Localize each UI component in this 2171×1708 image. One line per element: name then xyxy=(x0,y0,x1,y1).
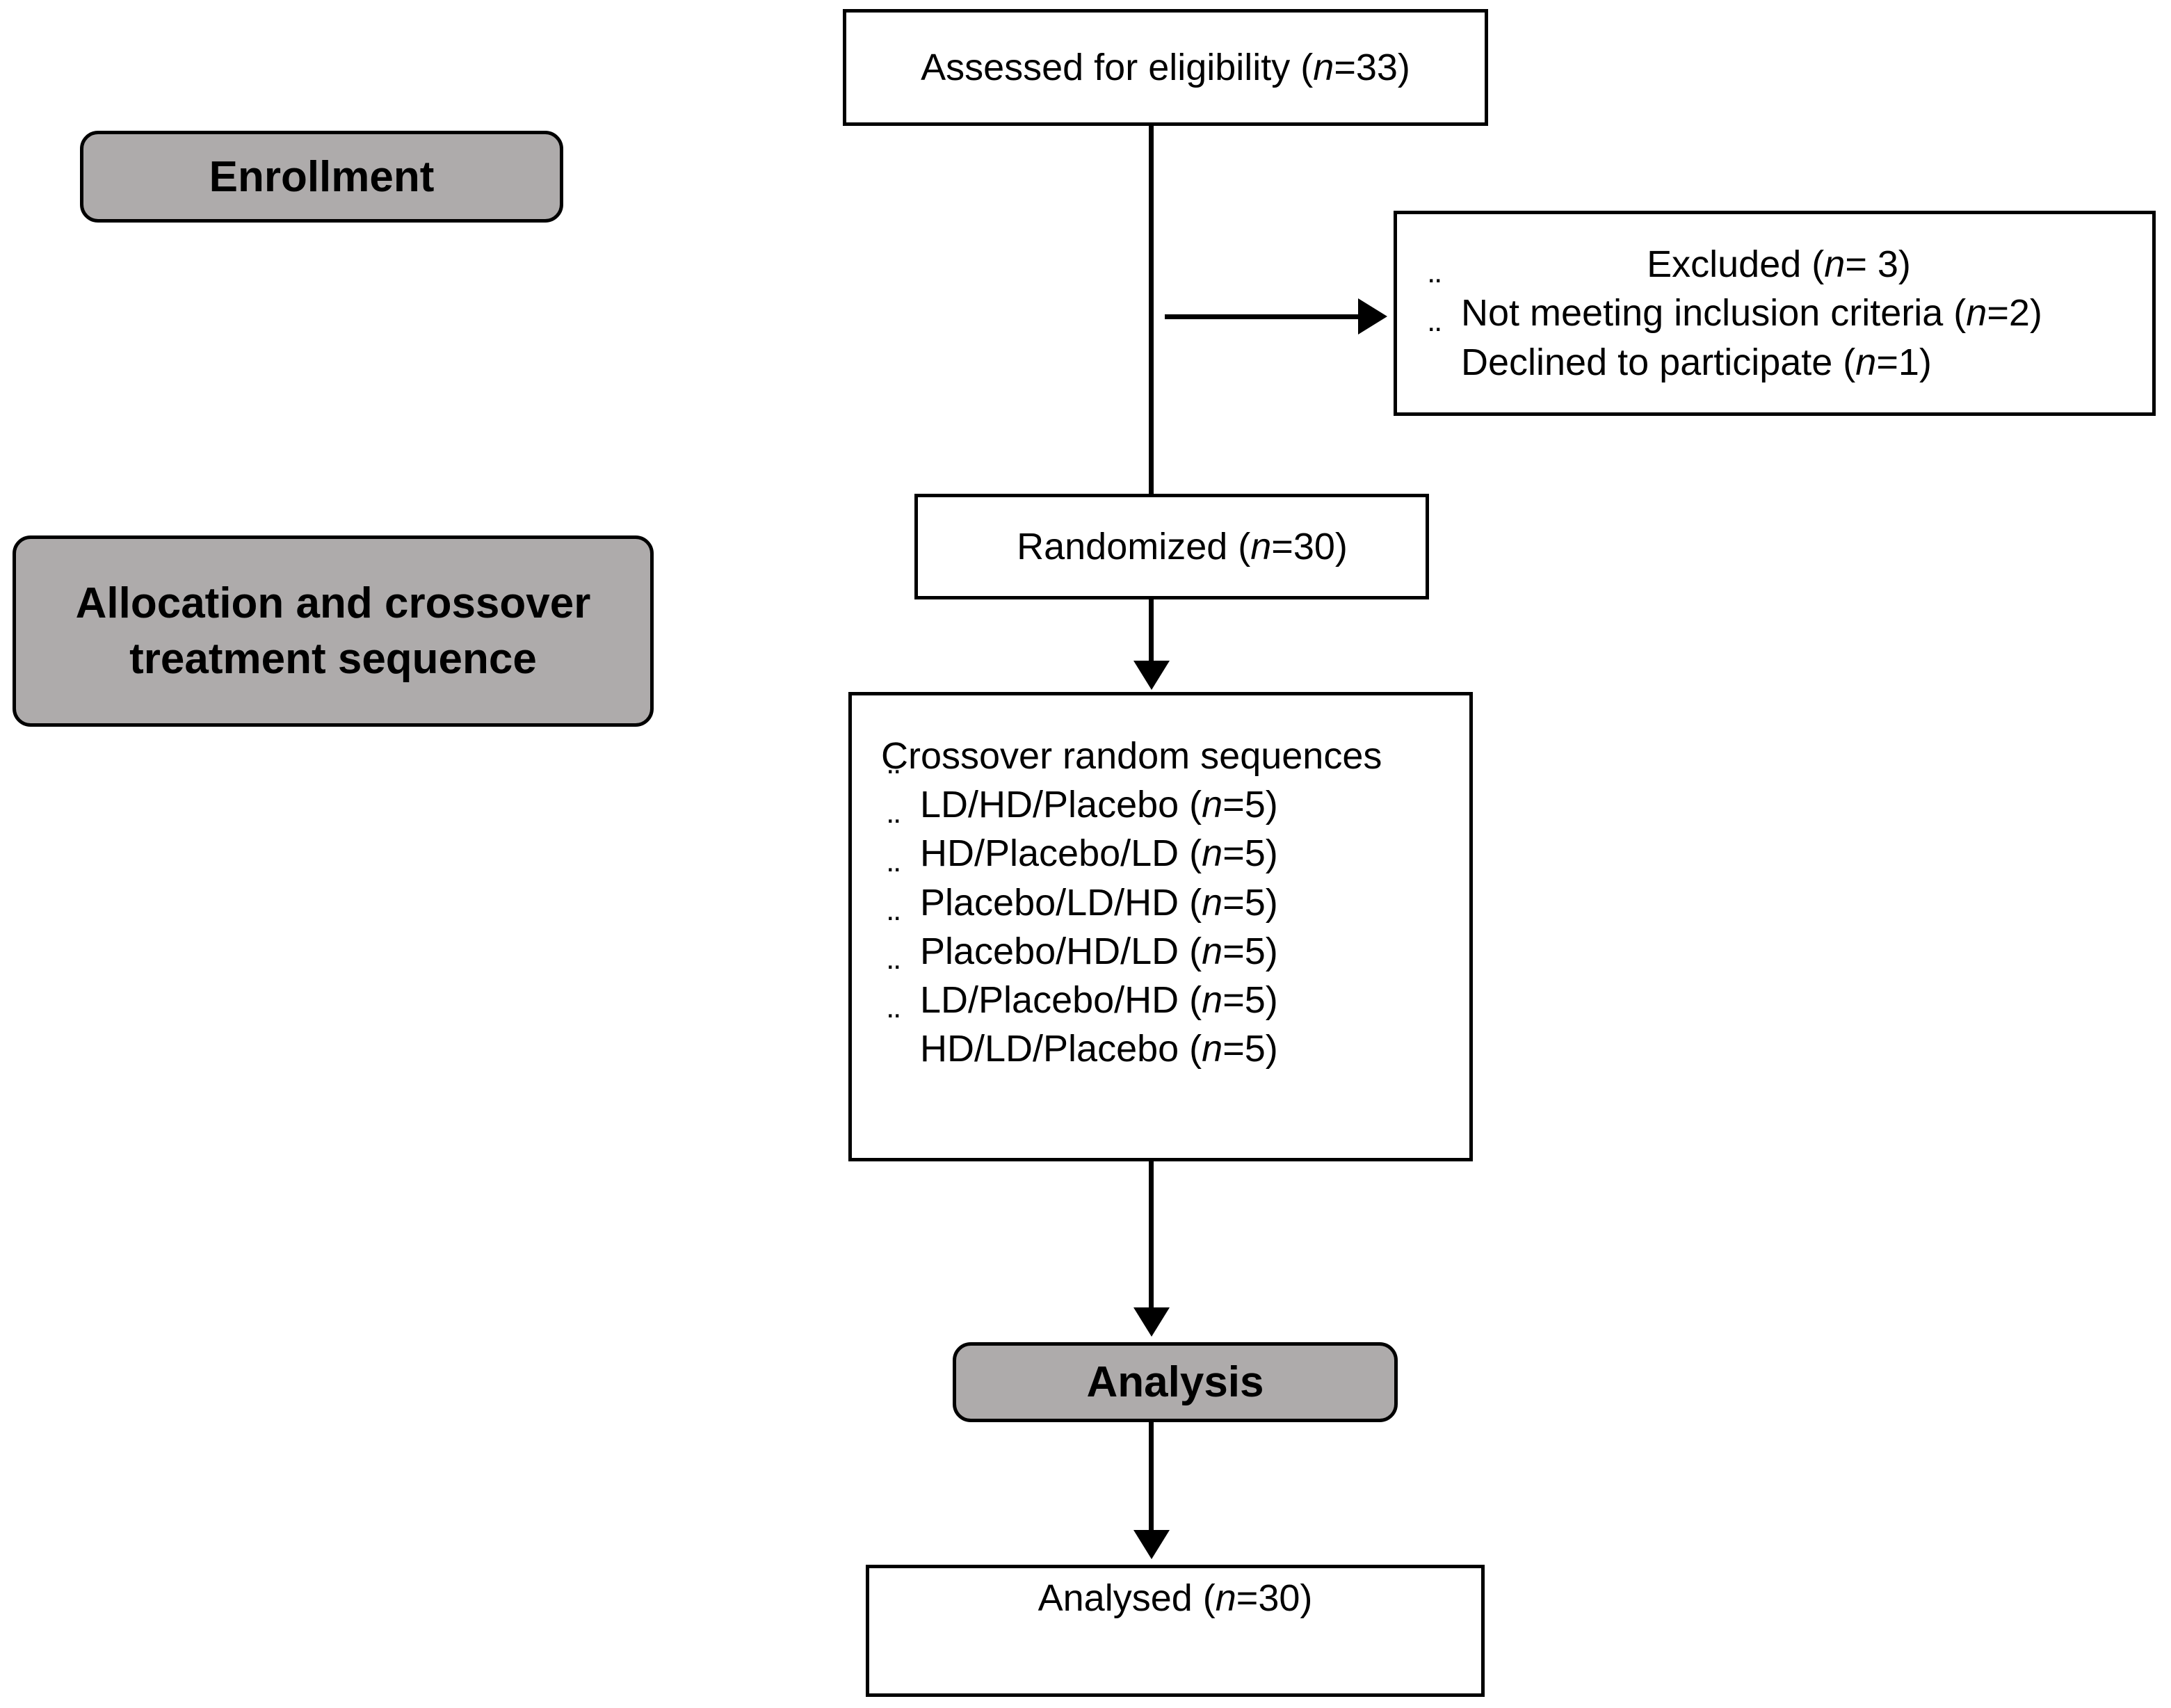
crossover-seq-6-value: =5) xyxy=(1222,1028,1278,1070)
excluded-reason-2-value: =1) xyxy=(1876,341,1932,383)
crossover-seq-2-n-italic: n xyxy=(1202,832,1223,875)
stage-label-allocation: Allocation and crossover treatment seque… xyxy=(13,535,654,727)
randomized-suffix: =30) xyxy=(1271,525,1348,567)
excluded-heading-prefix: Excluded ( xyxy=(1647,243,1825,286)
allocation-label-line1: Allocation and crossover xyxy=(75,579,591,628)
excluded-heading-suffix: = 3) xyxy=(1845,243,1911,286)
crossover-sequence-item: ¨ LD/Placebo/HD (n=5) xyxy=(881,960,1469,1024)
crossover-sequence-item: ¨ Placebo/LD/HD (n=5) xyxy=(881,863,1469,927)
node-analysed: Analysed (n=30) xyxy=(866,1565,1485,1697)
crossover-heading: Crossover random sequences xyxy=(881,735,1382,777)
crossover-seq-6-label: HD/LD/Placebo ( xyxy=(920,1028,1202,1070)
crossover-seq-4-n-italic: n xyxy=(1202,930,1223,972)
crossover-sequence-item: ¨ LD/HD/Placebo (n=5) xyxy=(881,765,1469,829)
crossover-seq-4-label: Placebo/HD/LD ( xyxy=(920,930,1202,972)
excluded-reason-item: ¨ Declined to participate (n=1) xyxy=(1422,323,2136,387)
arrowhead-down-to-analysis xyxy=(1133,1307,1170,1337)
bullet-icon: ¨ xyxy=(888,958,901,999)
analysis-label-text: Analysis xyxy=(1086,1358,1264,1406)
bullet-icon: ¨ xyxy=(888,763,901,804)
node-excluded: Excluded (n= 3) ¨Not meeting inclusion c… xyxy=(1394,211,2156,416)
crossover-seq-3-label: Placebo/LD/HD ( xyxy=(920,881,1202,924)
crossover-seq-5-value: =5) xyxy=(1222,978,1278,1021)
analysed-suffix: =30) xyxy=(1236,1577,1313,1619)
randomized-prefix: Randomized ( xyxy=(1017,525,1251,567)
assessed-n-italic: n xyxy=(1313,46,1334,88)
excluded-reason-1-n-italic: n xyxy=(1966,292,1987,335)
arrowhead-down-to-analysed xyxy=(1133,1530,1170,1559)
excluded-reason-1-value: =2) xyxy=(1987,292,2042,335)
stage-label-analysis: Analysis xyxy=(953,1342,1398,1422)
bullet-icon: ¨ xyxy=(888,909,901,950)
crossover-sequence-item: ¨ HD/Placebo/LD (n=5) xyxy=(881,814,1469,878)
excluded-heading: Excluded (n= 3) xyxy=(1422,240,2136,289)
crossover-seq-5-label: LD/Placebo/HD ( xyxy=(920,978,1202,1021)
allocation-label-line2: treatment sequence xyxy=(129,634,537,683)
excluded-heading-n-italic: n xyxy=(1824,243,1846,286)
allocation-label-text: Allocation and crossover treatment seque… xyxy=(76,576,591,686)
assessed-text: Assessed for eligibility (n=33) xyxy=(921,43,1410,92)
analysed-n-italic: n xyxy=(1215,1577,1236,1619)
crossover-sequence-item: ¨ HD/LD/Placebo (n=5) xyxy=(881,1009,1469,1073)
bullet-icon: ¨ xyxy=(1429,271,1442,312)
assessed-prefix: Assessed for eligibility ( xyxy=(921,46,1314,88)
crossover-sequence-item: ¨ Placebo/HD/LD (n=5) xyxy=(881,912,1469,976)
crossover-seq-3-value: =5) xyxy=(1222,881,1278,924)
node-assessed-for-eligibility: Assessed for eligibility (n=33) xyxy=(843,9,1488,126)
connector-assessed-to-randomized xyxy=(1149,126,1154,494)
connector-crossover-to-analysis xyxy=(1149,1161,1154,1316)
analysed-text: Analysed (n=30) xyxy=(1038,1574,1313,1622)
randomized-text: Randomized (n=30) xyxy=(1017,522,1348,571)
crossover-seq-1-n-italic: n xyxy=(1202,784,1223,826)
crossover-seq-1-value: =5) xyxy=(1222,784,1278,826)
connector-randomized-to-crossover xyxy=(1149,599,1154,670)
crossover-seq-2-value: =5) xyxy=(1222,832,1278,875)
stage-label-enrollment: Enrollment xyxy=(80,131,563,223)
bullet-icon: ¨ xyxy=(888,860,901,901)
bullet-icon: ¨ xyxy=(888,812,901,853)
connector-analysis-to-analysed xyxy=(1149,1422,1154,1539)
excluded-reason-2-label: Declined to participate ( xyxy=(1461,341,1856,383)
arrowhead-right-to-excluded xyxy=(1358,298,1387,335)
crossover-seq-2-label: HD/Placebo/LD ( xyxy=(920,832,1202,875)
crossover-seq-6-n-italic: n xyxy=(1202,1028,1223,1070)
assessed-suffix: =33) xyxy=(1334,46,1410,88)
excluded-reason-1-label: Not meeting inclusion criteria ( xyxy=(1461,292,1967,335)
bullet-icon: ¨ xyxy=(1429,320,1442,361)
bullet-icon: ¨ xyxy=(888,1007,901,1048)
excluded-reason-item: ¨ Not meeting inclusion criteria (n=2) xyxy=(1422,274,2136,337)
enrollment-label-text: Enrollment xyxy=(209,152,435,201)
connector-branch-to-excluded xyxy=(1165,314,1362,319)
crossover-seq-5-n-italic: n xyxy=(1202,978,1223,1021)
node-randomized: Randomized (n=30) xyxy=(914,494,1429,599)
crossover-seq-1-label: LD/HD/Placebo ( xyxy=(920,784,1202,826)
randomized-n-italic: n xyxy=(1250,525,1272,567)
analysed-prefix: Analysed ( xyxy=(1038,1577,1216,1619)
excluded-reason-2-n-italic: n xyxy=(1855,341,1877,383)
crossover-seq-3-n-italic: n xyxy=(1202,881,1223,924)
crossover-seq-4-value: =5) xyxy=(1222,930,1278,972)
arrowhead-down-to-crossover xyxy=(1133,661,1170,690)
node-crossover-sequences: Crossover random sequences ¨ LD/HD/Placeb… xyxy=(848,692,1473,1161)
